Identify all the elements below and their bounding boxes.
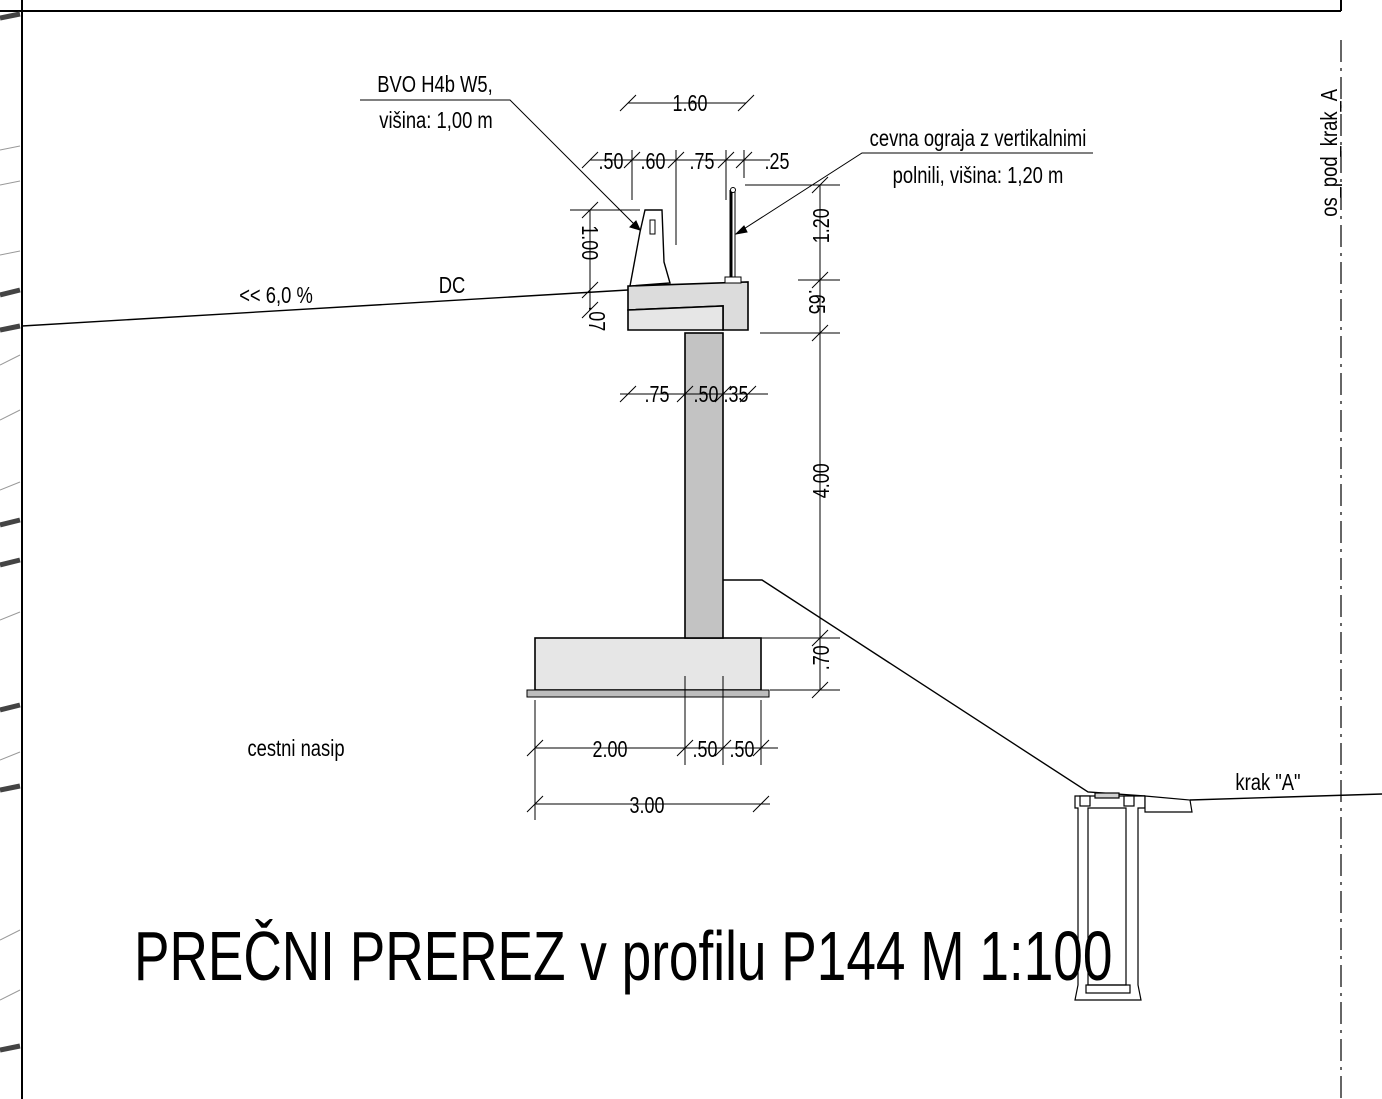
lean-concrete [526, 689, 770, 698]
axis-label: os_pod_krak_A [1317, 89, 1342, 217]
tubular-railing [724, 187, 742, 284]
railing-note-line1: cevna ograja z vertikalnimi [870, 126, 1087, 151]
left-margin-marks [0, 11, 21, 1053]
branch-box-section [1074, 792, 1193, 1001]
dim-footing-width: 3.00 [630, 793, 665, 819]
dim-wall-seg-1: .75 [645, 382, 670, 408]
dim-footing-seg-1: 2.00 [593, 737, 628, 763]
dim-top-seg-1: .50 [599, 149, 624, 175]
dim-footing-seg-3: .50 [730, 737, 755, 763]
dim-footing-height: .70 [809, 645, 835, 670]
slope-label: << 6,0 % [239, 283, 313, 308]
barrier-slot [649, 219, 656, 235]
dim-barrier-height: 1.00 [576, 225, 602, 260]
dimension-lines [526, 94, 840, 820]
branch-label: krak "A" [1235, 770, 1300, 795]
drawing-frame [0, 0, 1342, 1099]
dim-top-seg-4: .25 [765, 149, 790, 175]
dim-cap-offset: .07 [583, 306, 609, 331]
embankment-label: cestni nasip [247, 736, 344, 761]
safety-barrier [629, 209, 671, 287]
cap-beam-lower [627, 305, 724, 331]
dim-railing-height: 1.20 [809, 208, 835, 243]
dim-wall-height: 4.00 [809, 463, 835, 498]
dim-top-seg-2: .60 [641, 149, 666, 175]
dim-wall-seg-3: .35 [724, 382, 749, 408]
dim-footing-seg-2: .50 [693, 737, 718, 763]
road-code-label: DC [439, 273, 466, 298]
railing-note-line2: polnili, višina: 1,20 m [893, 163, 1064, 188]
footing [534, 637, 762, 691]
dim-wall-seg-2: .50 [694, 382, 719, 408]
dim-top-width: 1.60 [673, 91, 708, 117]
left-margin-fragments [0, 145, 21, 1001]
dim-cap-height: .65 [803, 289, 829, 314]
wall-stem [684, 332, 724, 639]
barrier-note-line1: BVO H4b W5, [377, 72, 492, 97]
dim-top-seg-3: .75 [690, 149, 715, 175]
drawing-title: PREČNI PREREZ v profilu P144 M 1:100 [134, 917, 1112, 996]
leader-lines [360, 99, 1093, 235]
barrier-note-line2: višina: 1,00 m [379, 108, 492, 133]
